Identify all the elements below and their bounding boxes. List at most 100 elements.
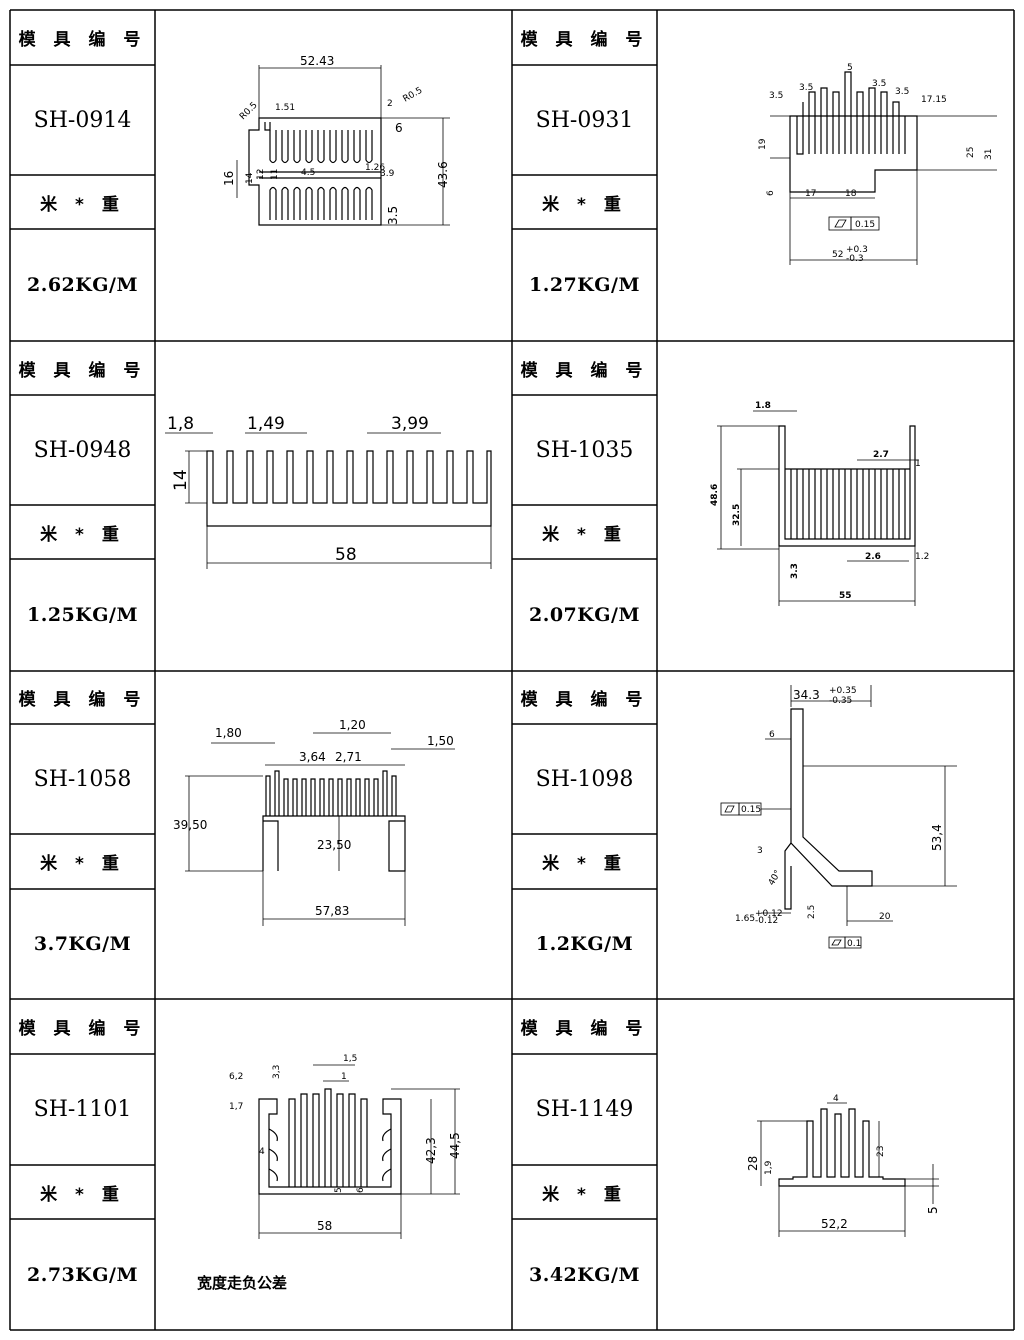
weight-value-sh0948: 1.25KG/M [27, 604, 138, 626]
dim-text: 44,5 [448, 1132, 462, 1159]
dim-text: 1 [915, 459, 921, 469]
dim-text: 18 [845, 189, 857, 199]
dim-text: 58 [335, 545, 357, 565]
weight-value-sh1101: 2.73KG/M [27, 1263, 138, 1286]
dim-text: 0.15 [855, 220, 875, 230]
dim-text: 1,9 [764, 1160, 774, 1175]
dim-text: 58 [317, 1219, 332, 1233]
drawing-sh1035: 48.6 32.5 1.8 2.7 1 55 3.3 2.6 1.2 [710, 401, 929, 606]
dim-text: 1,49 [247, 414, 285, 434]
dim-text: 28 [746, 1156, 760, 1171]
dim-text: 5 [926, 1206, 940, 1214]
dim-text: -0.12 [755, 916, 778, 926]
weight-value-sh1149: 3.42KG/M [529, 1263, 640, 1286]
dim-text: 3.9 [380, 169, 395, 179]
dim-text: 3.5 [872, 79, 886, 89]
dim-text: 19 [758, 138, 768, 150]
weight-value-sh0914: 2.62KG/M [27, 274, 138, 296]
mold-number-label: 模 具 编 号 [18, 360, 147, 381]
dim-text: 6 [766, 190, 776, 196]
dim-text: 6,2 [229, 1072, 243, 1082]
dim-text: 2.5 [807, 905, 817, 919]
dim-text: 16 [222, 171, 236, 186]
dim-text: 1 [341, 1072, 347, 1082]
dim-text: -0.3 [846, 254, 864, 264]
dim-text: -0.35 [829, 696, 852, 706]
weight-per-meter-label: 米 * 重 [542, 1184, 627, 1205]
dim-text: 52,2 [821, 1217, 848, 1231]
weight-per-meter-label: 米 * 重 [40, 1184, 125, 1205]
dim-text: R0.5 [238, 100, 260, 122]
dim-text: 43.6 [436, 161, 450, 188]
dim-text: 17.15 [921, 95, 947, 105]
dim-text: 3 [757, 846, 763, 856]
dim-text: 52 [832, 250, 843, 260]
dim-text: 2 [387, 99, 393, 109]
dim-text: 1,8 [167, 414, 194, 434]
mold-code-sh1101: SH-1101 [33, 1097, 132, 1122]
mold-code-sh0931: SH-0931 [535, 107, 634, 133]
dim-text: 1.65 [735, 914, 755, 924]
drawing-sh1058: 39,50 23,50 57,83 1,80 1,20 1,50 3,64 2,… [173, 718, 455, 926]
dim-text: 11 [270, 169, 280, 180]
mold-code-sh1035: SH-1035 [535, 437, 634, 463]
dim-text: 32.5 [732, 504, 742, 526]
dim-text: 53,4 [930, 824, 944, 851]
dim-text: 1,20 [339, 718, 366, 732]
dim-text: +0.12 [755, 909, 783, 919]
mold-number-label: 模 具 编 号 [520, 690, 649, 710]
dim-text: 2.7 [873, 450, 889, 460]
drawing-sh1098: 34.3 +0.35 -0.35 6 53,4 0.15 3 40° 1.65 … [720, 685, 957, 949]
dim-text: 55 [839, 591, 852, 601]
dim-text: 12 [256, 169, 266, 180]
dim-text: 1.26 [365, 163, 385, 173]
dim-text: 1.8 [755, 401, 771, 411]
dim-text: R0.5 [402, 86, 425, 105]
dim-text: 3,3 [272, 1065, 282, 1079]
weight-per-meter-label: 米 * 重 [542, 854, 627, 874]
dim-text: 3,64 [299, 750, 326, 764]
mold-code-sh1098: SH-1098 [535, 766, 634, 792]
dim-text: 57,83 [315, 904, 349, 918]
dim-text: 3.5 [386, 206, 400, 225]
drawing-sh1149: 28 1,9 4 23 52,2 5 [746, 1094, 940, 1237]
mold-number-label: 模 具 编 号 [18, 690, 147, 710]
mold-number-label: 模 具 编 号 [520, 1019, 649, 1039]
dim-text: 1.2 [915, 552, 929, 562]
dim-text: 4 [259, 1147, 265, 1157]
weight-value-sh0931: 1.27KG/M [529, 274, 640, 296]
dim-text: 6 [395, 121, 403, 135]
dim-text: 4.5 [301, 168, 315, 178]
dim-text: 4 [833, 1094, 839, 1104]
drawing-sh0914: 52.43 43.6 6 16 R0.5 1.51 2 R0.5 4.5 3.9… [222, 54, 450, 226]
dim-text: 34.3 [793, 688, 820, 702]
dim-text: 1,50 [427, 734, 454, 748]
dim-text: 2,71 [335, 750, 362, 764]
dim-text: +0.35 [829, 686, 857, 696]
dim-text: 3.3 [790, 563, 800, 579]
dim-text: 17 [805, 189, 816, 199]
dim-text: 1,7 [229, 1102, 243, 1112]
dim-text: 5 [334, 1187, 344, 1193]
dim-text: 25 [966, 147, 976, 158]
dim-text: 52.43 [300, 54, 334, 68]
dim-text: 3,99 [391, 414, 429, 434]
drawing-sh0931: 52 +0.3 -0.3 0.15 17 18 19 6 25 31 3.5 3… [758, 63, 997, 265]
drawing-sh1101: 44,5 42,3 58 6,2 3,3 1,5 1 1,7 4 5 6 [229, 1054, 462, 1239]
dim-text: +0.3 [846, 245, 868, 255]
mold-code-sh0948: SH-0948 [33, 437, 132, 463]
mold-code-sh1149: SH-1149 [535, 1097, 634, 1122]
dim-text: 2.6 [865, 552, 881, 562]
mold-number-label: 模 具 编 号 [18, 30, 147, 50]
dim-text: 23,50 [317, 838, 351, 852]
dim-text: 31 [984, 149, 994, 160]
dim-text: 48.6 [710, 484, 720, 506]
weight-per-meter-label: 米 * 重 [40, 524, 125, 545]
dim-text: 14 [171, 469, 191, 491]
dim-text: 3.5 [799, 83, 813, 93]
dim-text: 23 [876, 1146, 886, 1157]
mold-code-sh1058: SH-1058 [33, 766, 132, 792]
dim-text: 6 [769, 730, 775, 740]
